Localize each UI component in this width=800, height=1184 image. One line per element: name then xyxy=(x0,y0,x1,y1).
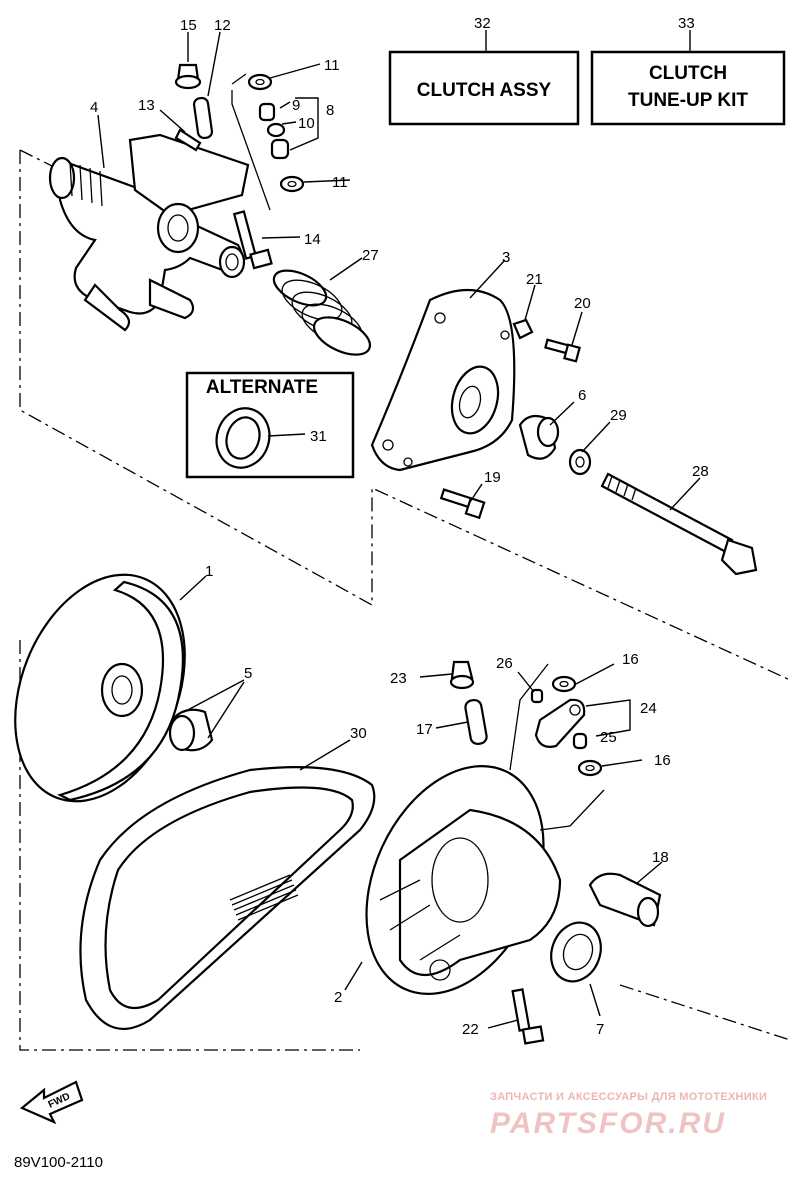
spring-part-27 xyxy=(272,269,372,356)
arm-part-24 xyxy=(534,698,586,748)
bolt-part-19 xyxy=(439,488,486,520)
washer-part-29 xyxy=(568,448,592,476)
callout-21: 21 xyxy=(526,271,543,288)
roller-part-25 xyxy=(572,732,588,750)
washer-part-16a xyxy=(551,675,577,693)
callout-25: 25 xyxy=(600,729,617,746)
bushing-part-5 xyxy=(168,708,214,752)
callout-27: 27 xyxy=(362,247,379,264)
cover-part-3 xyxy=(370,289,516,472)
svg-text:CLUTCH ASSY: CLUTCH ASSY xyxy=(417,80,552,101)
callout-20: 20 xyxy=(574,295,591,312)
callout-32: 32 xyxy=(474,15,491,32)
watermark: ЗАПЧАСТИ И АКСЕССУАРЫ ДЛЯ МОТОТЕХНИКИ PA… xyxy=(490,1091,767,1140)
svg-text:TUNE-UP KIT: TUNE-UP KIT xyxy=(628,90,748,111)
clutch-tuneup-kit-box: CLUTCH TUNE-UP KIT xyxy=(590,50,786,126)
callout-12: 12 xyxy=(214,17,231,34)
callout-7: 7 xyxy=(596,1021,604,1038)
washer-part-16b xyxy=(577,759,603,777)
callout-6: 6 xyxy=(578,387,586,404)
sheave-part-1 xyxy=(14,573,186,803)
washer-part-11b xyxy=(279,175,305,193)
nut-part-21 xyxy=(512,318,534,340)
drive-belt-part-30 xyxy=(79,766,376,1030)
callout-13: 13 xyxy=(138,97,155,114)
callout-14: 14 xyxy=(304,231,321,248)
callout-4: 4 xyxy=(90,99,98,116)
bolt-part-20 xyxy=(544,338,581,363)
callout-8: 8 xyxy=(326,102,334,119)
diagram-code: 89V100-2110 xyxy=(14,1154,103,1171)
callout-24: 24 xyxy=(640,700,657,717)
callout-19: 19 xyxy=(484,469,501,486)
callout-11-bottom: 11 xyxy=(332,174,348,191)
callout-9: 9 xyxy=(292,97,300,114)
spider-hub-part xyxy=(48,133,250,332)
callout-numbers: 15 12 4 13 11 9 10 8 11 14 27 3 21 20 6 … xyxy=(90,15,709,1038)
callout-15: 15 xyxy=(180,17,197,34)
nut-part-23 xyxy=(449,660,475,690)
bushing-part-18 xyxy=(588,872,662,928)
callout-29: 29 xyxy=(610,407,627,424)
callout-33: 33 xyxy=(678,15,695,32)
callout-11-top: 11 xyxy=(324,57,340,74)
bushing-part-7 xyxy=(550,921,602,983)
alternate-box: ALTERNATE xyxy=(185,371,355,479)
svg-text:PARTSFOR.RU: PARTSFOR.RU xyxy=(490,1107,726,1140)
pin-part-17 xyxy=(464,698,488,746)
bolt-part-14 xyxy=(232,210,273,270)
callout-22: 22 xyxy=(462,1021,479,1038)
fwd-arrow-icon: FWD xyxy=(19,1080,84,1125)
callout-17: 17 xyxy=(416,721,433,738)
callout-3: 3 xyxy=(502,249,510,266)
pin-part-12 xyxy=(192,96,214,140)
callout-28: 28 xyxy=(692,463,709,480)
pin-part-26 xyxy=(530,688,544,704)
callout-18: 18 xyxy=(652,849,669,866)
bolt-part-28 xyxy=(600,472,758,576)
callout-30: 30 xyxy=(350,725,367,742)
callout-5: 5 xyxy=(244,665,252,682)
callout-1: 1 xyxy=(205,563,213,580)
callout-23: 23 xyxy=(390,670,407,687)
roller-part-9 xyxy=(258,102,290,160)
svg-text:CLUTCH: CLUTCH xyxy=(649,63,727,84)
pin-part-13 xyxy=(174,128,202,152)
leader-lines xyxy=(97,31,701,1029)
svg-text:ЗАПЧАСТИ И АКСЕССУАРЫ ДЛЯ МОТО: ЗАПЧАСТИ И АКСЕССУАРЫ ДЛЯ МОТОТЕХНИКИ xyxy=(490,1091,767,1103)
callout-31: 31 xyxy=(310,428,327,445)
nut-part-15 xyxy=(174,63,202,90)
bolt-part-22 xyxy=(511,988,545,1045)
bushing-part-6 xyxy=(518,414,560,460)
clutch-assy-box: CLUTCH ASSY xyxy=(388,50,580,126)
callout-10: 10 xyxy=(298,115,315,132)
callout-26: 26 xyxy=(496,655,513,672)
svg-text:ALTERNATE: ALTERNATE xyxy=(206,377,318,398)
movable-sheave-part-2 xyxy=(365,765,562,995)
callout-16-bottom: 16 xyxy=(654,752,671,769)
washer-part-11a xyxy=(247,73,273,91)
callout-2: 2 xyxy=(334,989,342,1006)
callout-16-top: 16 xyxy=(622,651,639,668)
